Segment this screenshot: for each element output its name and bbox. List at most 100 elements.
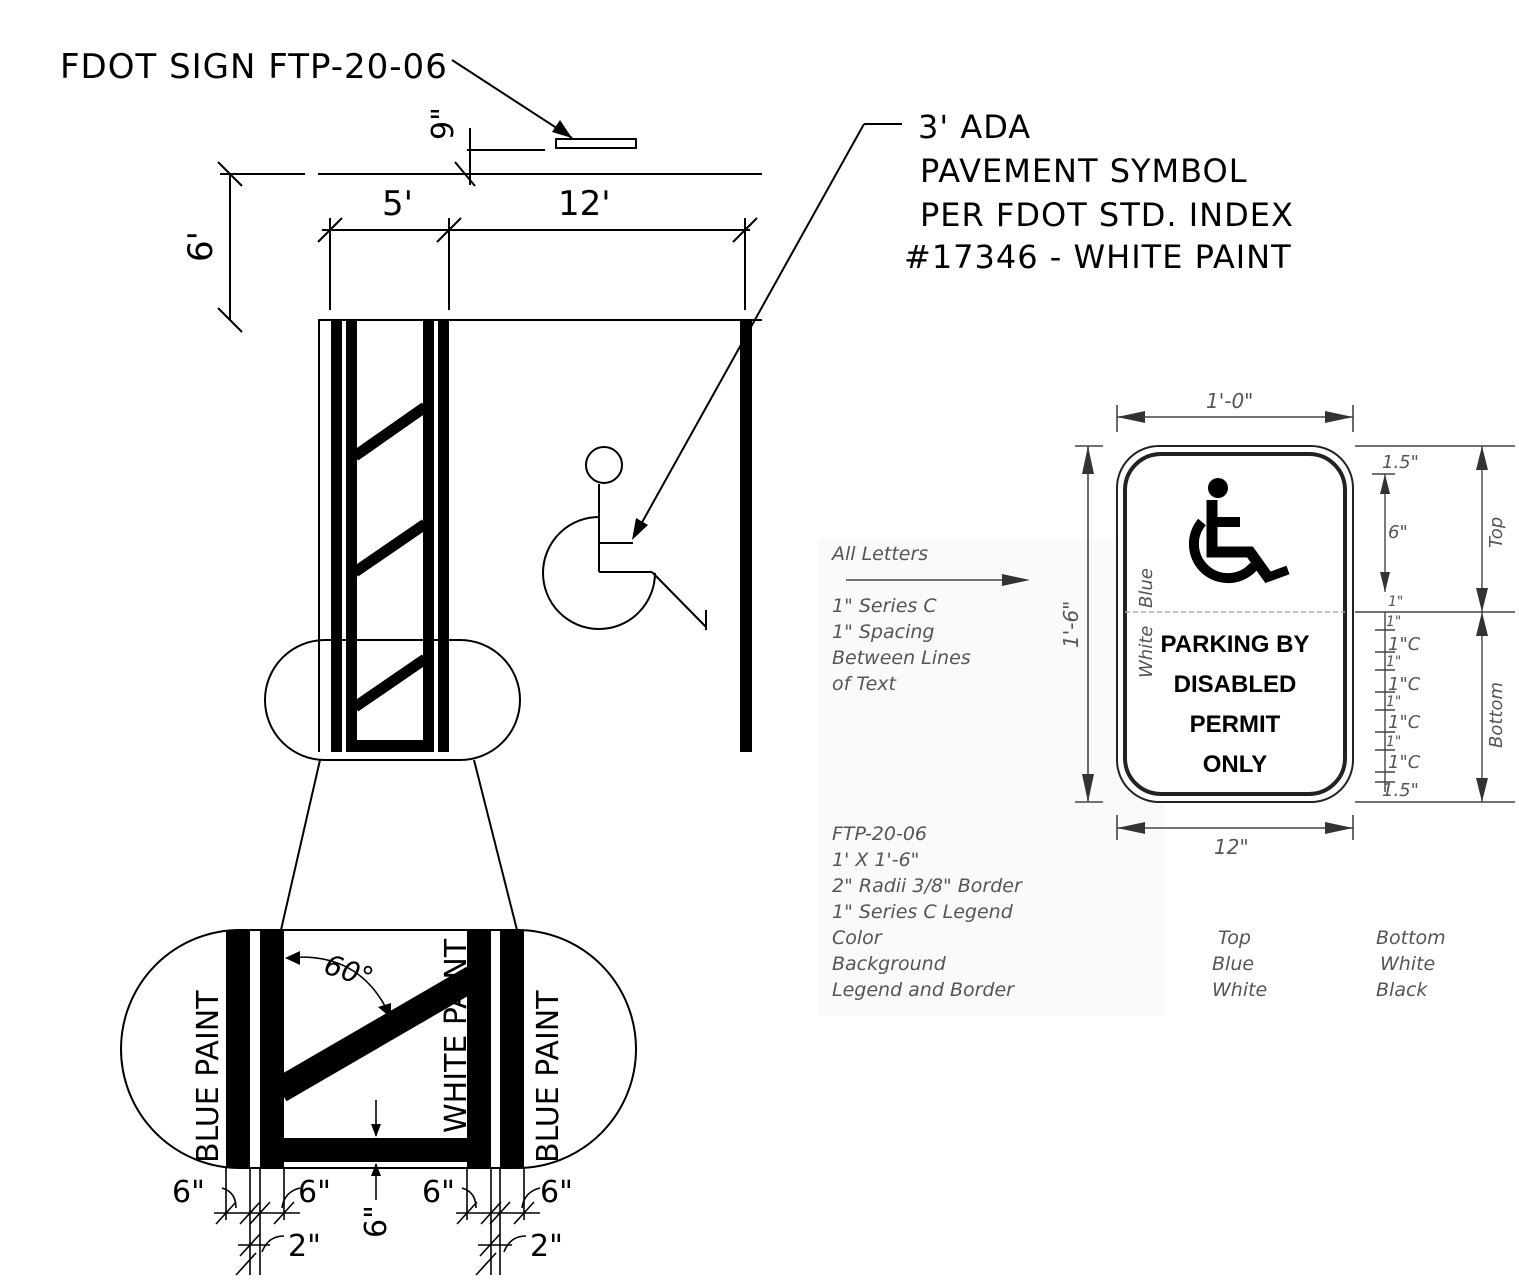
sign-dim-gap-2: 1" — [1386, 614, 1401, 630]
aisle-width-text: 5' — [382, 184, 413, 224]
spec-note-2: 1' X 1'-6" — [832, 849, 919, 871]
symbol-leader-line-2 — [634, 123, 865, 536]
sign-height-text: 1'-6" — [1059, 601, 1083, 648]
sign-top-section-arrow-down — [1476, 588, 1488, 612]
bottom-dimension-ticks — [214, 1168, 541, 1276]
sign-dim-line-3: 1"C — [1388, 712, 1421, 733]
sign-outline-outer — [1116, 445, 1354, 803]
depth-dim-tick-bottom — [217, 307, 243, 333]
sign-six-inch-arrow-top — [1380, 474, 1390, 494]
blue-stripe-left — [331, 320, 342, 752]
color-table-row2-top: White — [1212, 979, 1267, 1001]
spec-note-1: FTP-20-06 — [832, 823, 927, 845]
symbol-note-line4: #17346 - WHITE PAINT — [904, 238, 1292, 276]
symbol-note-line1: 3' ADA — [918, 108, 1031, 146]
top-reference-tick — [454, 161, 476, 187]
hatch-line-1 — [351, 402, 429, 461]
stripe-gap-dim-2: 2" — [530, 1229, 563, 1264]
letter-note-4: of Text — [832, 673, 898, 695]
width-dim-tick-2 — [436, 217, 462, 243]
white-stripe-left — [346, 320, 357, 752]
sign-bottom-color-label: White — [1136, 626, 1157, 678]
sign-top-color-label: Blue — [1136, 568, 1157, 608]
sign-border-inner — [1123, 452, 1347, 796]
stall-line-right — [740, 320, 752, 752]
detail-callout-bubble — [264, 639, 521, 761]
sign-width-top-text: 1'-0" — [1206, 389, 1253, 413]
sign-dim-gap-1: 1" — [1388, 594, 1403, 610]
sign-legend-line-1: PARKING BY — [1161, 631, 1310, 658]
sign-width-top-arrow-r — [1325, 411, 1353, 423]
stripe-gap-dim-1: 2" — [288, 1229, 321, 1264]
detail-white-stripe-left — [260, 930, 284, 1168]
sign-callout-text: FDOT SIGN FTP-20-06 — [60, 47, 448, 87]
spec-note-4: 1" Series C Legend — [832, 901, 1014, 923]
sign-dim-gap-3: 1" — [1386, 654, 1401, 670]
symbol-leader-arrowhead — [632, 518, 648, 540]
letter-note-3: Between Lines — [832, 647, 971, 669]
symbol-note-line2: PAVEMENT SYMBOL — [920, 152, 1248, 190]
label-blue-paint-left: BLUE PAINT — [191, 990, 226, 1163]
width-dim-tick-1 — [317, 217, 343, 243]
sign-bottom-section-arrow-down — [1476, 778, 1488, 802]
hatch-line-2 — [351, 519, 429, 577]
detail-diagonal-stripe — [273, 966, 480, 1102]
label-blue-paint-right: BLUE PAINT — [531, 990, 566, 1163]
spec-note-3: 2" Radii 3/8" Border — [832, 875, 1023, 897]
color-table-row2-bottom: Black — [1376, 979, 1428, 1001]
bar-dim-lower-arrow — [371, 1163, 381, 1176]
color-table-header-2: Top — [1218, 927, 1251, 949]
sign-detail: 1'-0" Blue White PARKING BY DISABLED PER… — [818, 389, 1515, 1016]
stripe-width-dim-4: 6" — [540, 1175, 573, 1210]
site-plan: FDOT SIGN FTP-20-06 9" 6' 5' 12' — [60, 47, 1294, 931]
white-stripe-right — [423, 320, 434, 752]
sign-legend-line-4: ONLY — [1203, 751, 1267, 778]
stripe-width-dim-1: 6" — [172, 1175, 205, 1210]
color-table-header-3: Bottom — [1376, 927, 1446, 949]
sign-height-arrow-bottom — [1082, 774, 1094, 802]
blue-stripe-right — [438, 320, 449, 752]
bar-dim-text: 6" — [359, 1205, 394, 1238]
color-table-row1-bottom: White — [1380, 953, 1435, 975]
letter-note-1: 1" Series C — [832, 595, 937, 617]
letter-note-2: 1" Spacing — [832, 621, 934, 643]
stripe-width-dim-2: 6" — [298, 1175, 331, 1210]
angle-arc — [286, 956, 391, 1017]
sign-leader-arrowhead — [552, 120, 572, 138]
angle-arrow-left — [285, 951, 300, 965]
sign-dim-line-2: 1"C — [1388, 674, 1421, 695]
ada-pavement-symbol — [542, 446, 707, 630]
sign-width-bottom-arrow-r — [1325, 822, 1353, 834]
detail-blue-stripe-right — [500, 930, 524, 1168]
sign-width-bottom-arrow-l — [1117, 822, 1145, 834]
aisle-bottom-bar — [346, 740, 434, 752]
sign-dim-gap-4: 1" — [1386, 694, 1401, 710]
callout-connector-left — [280, 759, 321, 931]
sign-legend-line-3: PERMIT — [1190, 711, 1281, 738]
bar-dim-upper-arrow — [371, 1124, 381, 1137]
sign-leader-line — [451, 59, 573, 139]
sign-offset-dim-text: 9" — [426, 107, 461, 140]
sign-detail-background — [818, 538, 1164, 1016]
callout-connector-right — [473, 759, 518, 931]
sign-bottom-section-arrow-up — [1476, 612, 1488, 636]
sign-legend-line-2: DISABLED — [1174, 671, 1297, 698]
color-table-row1-label: Background — [832, 953, 947, 975]
color-table-header-1: Color — [832, 927, 883, 949]
detail-blue-stripe-left — [226, 930, 250, 1168]
sign-section-top-label: Top — [1486, 517, 1507, 548]
stripe-width-dim-3: 6" — [422, 1175, 455, 1210]
sign-six-inch-arrow-bottom — [1380, 572, 1390, 592]
symbol-note-line3: PER FDOT STD. INDEX — [920, 196, 1294, 234]
sign-dim-bottom-margin: 1.5" — [1382, 780, 1419, 801]
detail-bottom-bar — [260, 1138, 491, 1162]
sign-top-section-arrow-up — [1476, 446, 1488, 470]
depth-dim-tick-top — [217, 161, 243, 187]
depth-dim-text: 6' — [181, 231, 221, 262]
hatch-line-3 — [351, 654, 429, 712]
label-white-paint: WHITE PAINT — [439, 938, 474, 1133]
sign-width-bottom-text: 12" — [1214, 835, 1249, 859]
wheelchair-icon — [1188, 478, 1290, 584]
angle-text: 60° — [320, 948, 377, 995]
